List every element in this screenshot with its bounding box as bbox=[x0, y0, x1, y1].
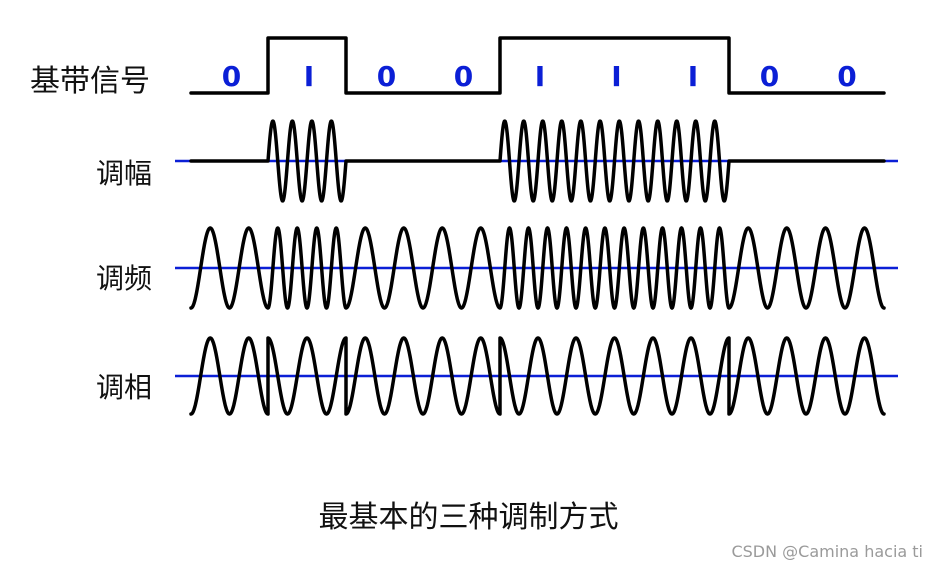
watermark: CSDN @Camina hacia ti bbox=[731, 542, 923, 561]
bit-digit: 0 bbox=[759, 60, 780, 93]
pm-signal bbox=[189, 336, 886, 416]
label-baseband: 基带信号 bbox=[30, 64, 150, 99]
bit-digit: I bbox=[611, 60, 622, 93]
bit-digit: 0 bbox=[453, 60, 474, 93]
bit-digit: 0 bbox=[221, 60, 242, 93]
label-fm: 调频 bbox=[96, 262, 153, 295]
bit-digit: 0 bbox=[376, 60, 397, 93]
figure-caption: 最基本的三种调制方式 bbox=[318, 500, 619, 535]
am-signal bbox=[189, 119, 886, 203]
label-pm: 调相 bbox=[96, 371, 153, 404]
bit-digit: I bbox=[303, 60, 315, 93]
label-am: 调幅 bbox=[96, 157, 153, 190]
bit-digit: I bbox=[534, 60, 546, 93]
bit-digit: I bbox=[687, 60, 699, 93]
baseband-signal bbox=[189, 36, 886, 95]
fm-signal bbox=[189, 226, 886, 310]
bit-digit: 0 bbox=[837, 60, 857, 93]
